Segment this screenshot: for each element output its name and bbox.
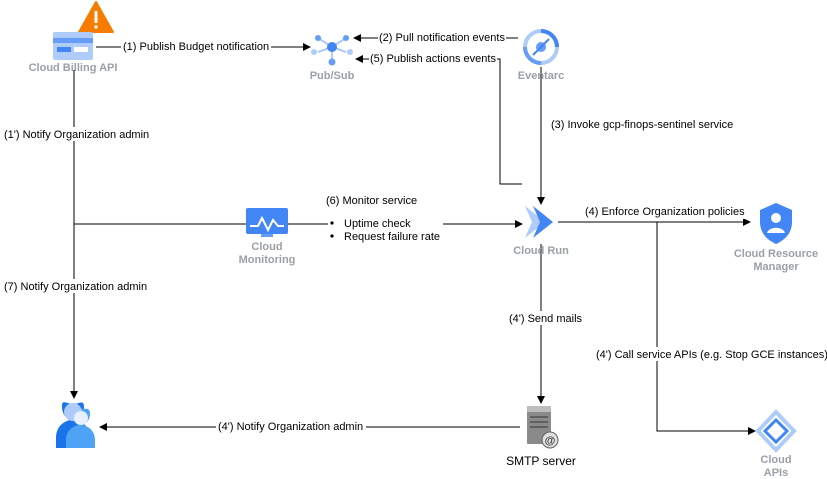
label-e6-bullet-2: Request failure rate bbox=[344, 231, 440, 243]
shield-user-icon bbox=[760, 203, 792, 244]
node-label-resource-manager-2: Manager bbox=[753, 261, 799, 273]
label-e6-bullet-1: Uptime check bbox=[344, 218, 411, 230]
cloud-run-icon bbox=[525, 206, 553, 238]
label-e1p: (1') Notify Organization admin bbox=[4, 129, 149, 141]
label-e4p-apis: (4') Call service APIs (e.g. Stop GCE in… bbox=[596, 349, 827, 361]
node-label-billing: Cloud Billing API bbox=[29, 62, 118, 74]
eventarc-icon bbox=[523, 29, 559, 65]
label-e5: (5) Publish actions events bbox=[370, 53, 496, 65]
label-e2: (2) Pull notification events bbox=[379, 32, 505, 44]
pubsub-icon bbox=[311, 35, 353, 66]
label-e6: (6) Monitor service bbox=[326, 195, 417, 207]
svg-text:@: @ bbox=[545, 435, 556, 447]
node-label-pubsub: Pub/Sub bbox=[310, 70, 355, 82]
label-e4p-mail: (4') Send mails bbox=[509, 313, 583, 325]
node-label-monitoring-1: Cloud bbox=[251, 241, 282, 253]
node-label-cloudrun: Cloud Run bbox=[513, 245, 569, 257]
label-e4p-admin: (4') Notify Organization admin bbox=[218, 421, 363, 433]
node-label-eventarc: Eventarc bbox=[518, 70, 564, 82]
node-label-resource-manager-1: Cloud Resource bbox=[734, 248, 818, 260]
bullet-dot bbox=[330, 234, 334, 238]
node-label-monitoring-2: Monitoring bbox=[239, 254, 296, 266]
label-e3: (3) Invoke gcp-finops-sentinel service bbox=[551, 119, 733, 131]
bullet-dot bbox=[330, 221, 334, 225]
node-label-smtp: SMTP server bbox=[506, 454, 576, 468]
users-icon bbox=[56, 402, 95, 448]
diamond-api-icon bbox=[755, 409, 797, 453]
label-e1: (1) Publish Budget notification bbox=[123, 41, 269, 53]
server-mail-icon: @ bbox=[527, 406, 559, 449]
edge-publish-actions bbox=[355, 55, 522, 185]
credit-card-icon bbox=[53, 32, 93, 60]
label-e4: (4) Enforce Organization policies bbox=[585, 206, 745, 218]
monitor-icon bbox=[246, 208, 288, 237]
edge-call-apis bbox=[656, 222, 756, 435]
node-label-cloud-apis-2: APIs bbox=[764, 467, 788, 479]
node-label-cloud-apis-1: Cloud bbox=[760, 454, 791, 466]
warning-icon bbox=[78, 1, 114, 33]
label-e7: (7) Notify Organization admin bbox=[4, 281, 147, 293]
